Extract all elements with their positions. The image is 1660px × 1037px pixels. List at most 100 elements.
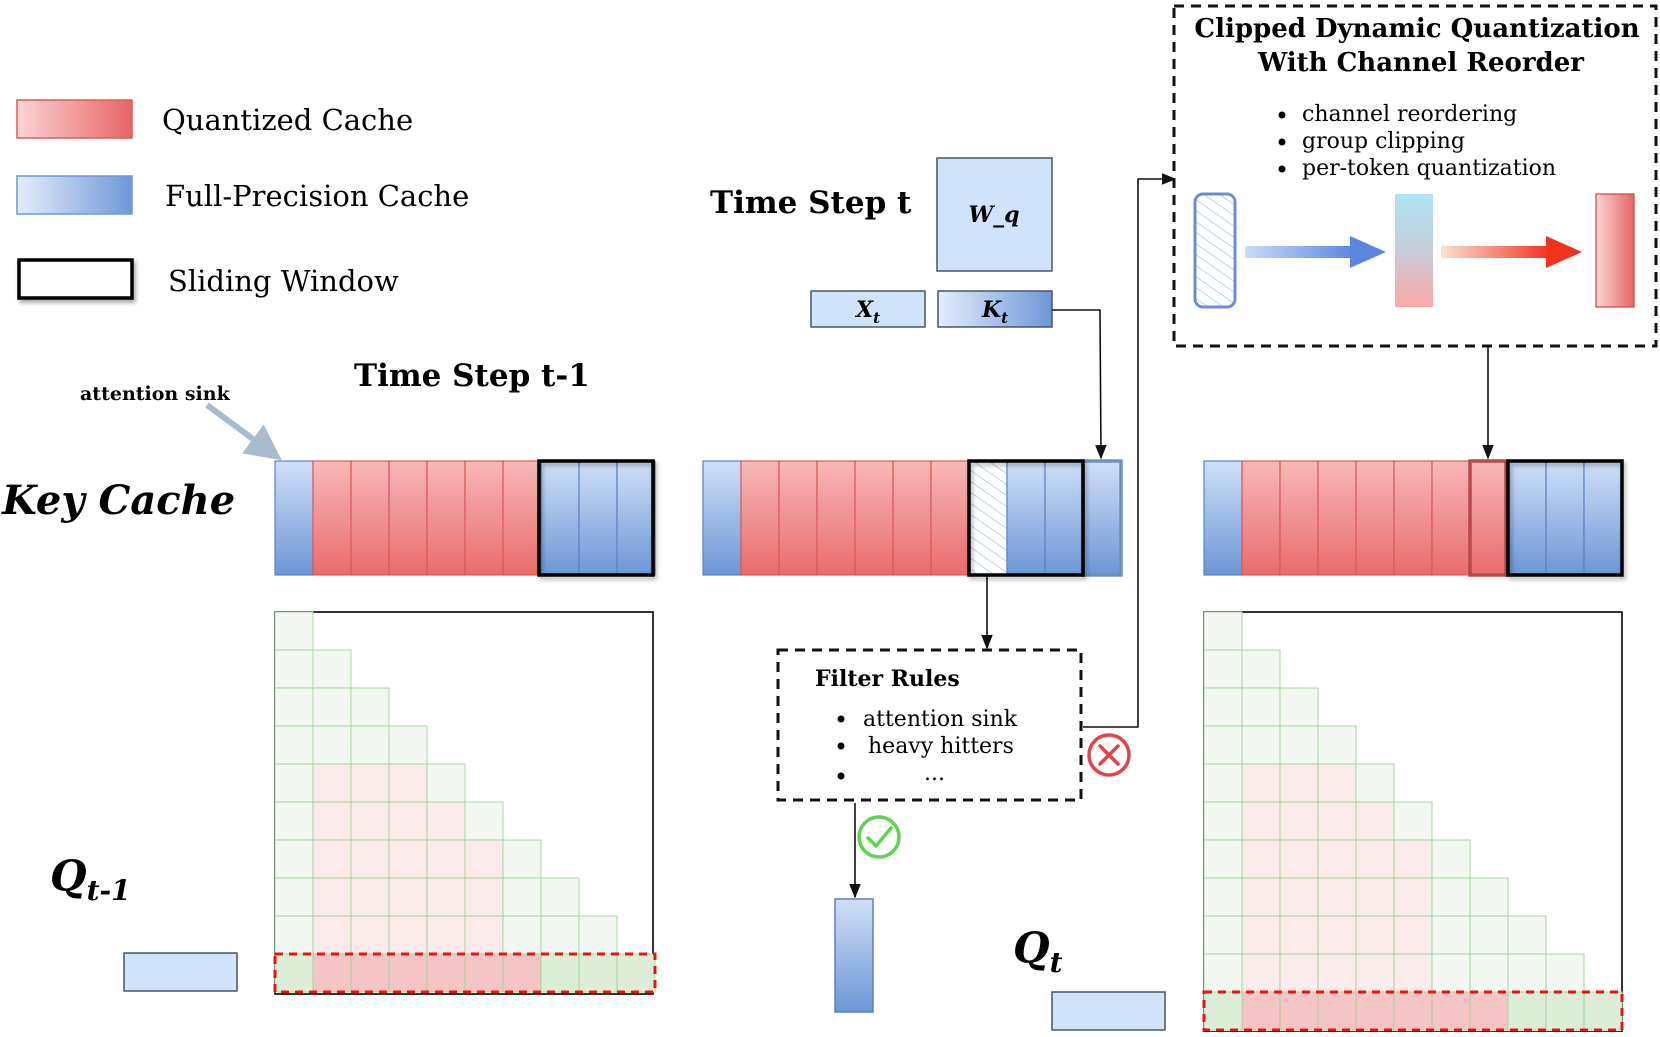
key-cache-prev xyxy=(274,459,656,577)
attention-cell xyxy=(1393,877,1433,917)
attention-cell xyxy=(350,877,390,917)
wq-box xyxy=(936,157,1053,272)
attention-cell xyxy=(1203,611,1243,651)
attention-cell xyxy=(350,839,390,879)
attention-cell xyxy=(274,915,314,955)
attention-cell xyxy=(426,839,466,879)
legend-full-precision-label: Full-Precision Cache xyxy=(165,179,469,213)
cdq-output-token xyxy=(1595,193,1635,308)
attention-cell xyxy=(540,953,580,993)
attention-cell xyxy=(312,801,352,841)
attention-cell xyxy=(1203,763,1243,803)
attention-cell xyxy=(274,877,314,917)
attention-cell xyxy=(274,725,314,765)
attention-cell xyxy=(1279,877,1319,917)
attention-cell xyxy=(426,763,466,803)
quantized-cell xyxy=(1317,460,1357,576)
cdq-input-token xyxy=(1193,192,1237,309)
full-precision-cell xyxy=(1044,460,1084,576)
key-cache-label: Key Cache xyxy=(1,477,235,524)
attention-cell xyxy=(1355,915,1395,955)
quantized-cell xyxy=(778,460,818,576)
attention-cell xyxy=(388,839,428,879)
kept-token-box xyxy=(834,898,874,1013)
attention-cell xyxy=(1203,991,1243,1031)
filter-rules-box xyxy=(776,648,1083,802)
quantized-cell xyxy=(426,460,466,576)
attention-cell xyxy=(1355,953,1395,993)
attention-cell xyxy=(1317,991,1357,1031)
attention-cell xyxy=(1241,725,1281,765)
attention-cell xyxy=(1279,687,1319,727)
attention-cell xyxy=(274,801,314,841)
attention-cell xyxy=(502,877,542,917)
quantized-cell xyxy=(1469,460,1509,576)
attention-cell xyxy=(1279,763,1319,803)
q-prev-box xyxy=(123,952,238,992)
xt-label: Xt xyxy=(854,297,880,327)
attention-cell xyxy=(1203,649,1243,689)
attention-cell xyxy=(464,839,504,879)
sliding-window-frame xyxy=(967,459,1085,577)
legend-quantized-label: Quantized Cache xyxy=(162,103,413,137)
quantized-cell xyxy=(892,460,932,576)
attention-cell xyxy=(1203,801,1243,841)
attention-cell xyxy=(312,953,352,993)
quantized-cell xyxy=(740,460,780,576)
quantized-cell xyxy=(1431,460,1471,576)
attention-cell xyxy=(616,953,656,993)
current-query-row xyxy=(273,952,657,994)
attention-cell xyxy=(274,953,314,993)
attention-cell xyxy=(350,725,390,765)
attention-matrix-prev xyxy=(273,611,657,995)
wq-label: W_q xyxy=(968,202,1019,228)
quantized-cell xyxy=(312,460,352,576)
attention-cell xyxy=(1317,763,1357,803)
attention-cell xyxy=(1431,877,1471,917)
kt-label: Kt xyxy=(981,297,1008,327)
filter-fail-arrow xyxy=(1083,173,1177,728)
full-precision-cell xyxy=(702,460,742,576)
quantized-cell xyxy=(350,460,390,576)
q-t-label: Qt xyxy=(1013,923,1063,979)
attention-cell xyxy=(312,649,352,689)
quantized-cell xyxy=(930,460,970,576)
attention-cell xyxy=(350,953,390,993)
cdq-reorder-arrow xyxy=(1245,236,1386,268)
attention-cell xyxy=(274,649,314,689)
attention-cell xyxy=(1545,991,1585,1031)
attention-cell xyxy=(1393,839,1433,879)
legend-sliding-window-label: Sliding Window xyxy=(168,264,399,298)
full-precision-cell xyxy=(1203,460,1243,576)
attention-cell xyxy=(464,915,504,955)
attention-cell xyxy=(1241,839,1281,879)
quantized-cell xyxy=(816,460,856,576)
attention-cell xyxy=(540,915,580,955)
key-cache-next xyxy=(1203,459,1624,577)
quantized-cell xyxy=(388,460,428,576)
attention-cell xyxy=(1241,915,1281,955)
attention-cell xyxy=(312,877,352,917)
attention-cell xyxy=(1317,915,1357,955)
attention-cell xyxy=(1241,763,1281,803)
attention-cell xyxy=(388,915,428,955)
sliding-window-frame xyxy=(537,459,655,577)
cdq-item: channel reordering xyxy=(1302,102,1517,127)
attention-cell xyxy=(1393,991,1433,1031)
full-precision-cell xyxy=(540,460,580,576)
attention-cell xyxy=(1355,839,1395,879)
attention-cell xyxy=(350,915,390,955)
quantized-cell xyxy=(1279,460,1319,576)
attention-cell xyxy=(1279,915,1319,955)
attention-cell xyxy=(388,801,428,841)
attention-cell xyxy=(274,687,314,727)
quantized-cell xyxy=(464,460,504,576)
attention-cell xyxy=(1355,801,1395,841)
attention-cell xyxy=(502,839,542,879)
attention-cell xyxy=(1507,953,1547,993)
attention-cell xyxy=(1583,991,1623,1031)
attention-cell xyxy=(388,725,428,765)
attention-cell xyxy=(1203,725,1243,765)
attention-cell xyxy=(312,915,352,955)
